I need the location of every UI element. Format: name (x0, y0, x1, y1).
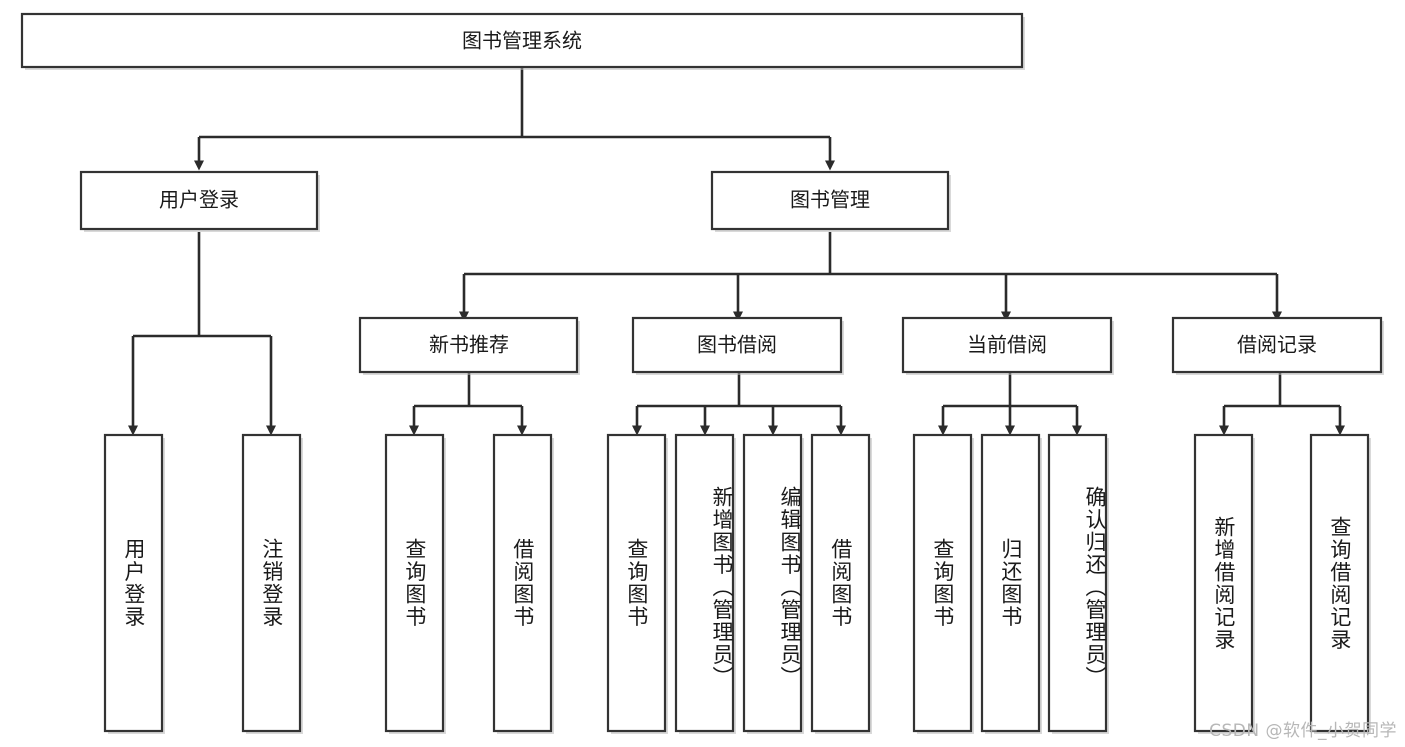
node-borrow-record-label: 借阅记录 (1237, 333, 1317, 357)
leaf-current-borrow-2[interactable] (980, 433, 1042, 734)
connector-group-book-manage (459, 232, 1282, 322)
leaf-borrow-record-2[interactable] (1309, 433, 1371, 734)
node-current-borrow-label: 当前借阅 (967, 333, 1047, 357)
node-book-borrow[interactable]: 图书借阅 (631, 316, 844, 375)
node-new-book-recommend[interactable]: 新书推荐 (358, 316, 580, 375)
leaf-book-borrow-2[interactable] (674, 433, 736, 734)
node-book-borrow-label: 图书借阅 (697, 333, 777, 357)
leaf-new-book-2[interactable] (492, 433, 554, 734)
leaf-book-borrow-4[interactable] (810, 433, 872, 734)
node-current-borrow[interactable]: 当前借阅 (901, 316, 1114, 375)
node-new-book-recommend-label: 新书推荐 (429, 333, 509, 357)
leaf-current-borrow-3[interactable] (1047, 433, 1109, 734)
node-book-manage[interactable]: 图书管理 (710, 170, 951, 232)
leaf-user-login-2[interactable] (241, 433, 303, 734)
node-book-manage-label: 图书管理 (790, 188, 870, 212)
leaf-current-borrow-1[interactable] (912, 433, 974, 734)
node-root-label: 图书管理系统 (462, 29, 582, 53)
leaf-user-login-1[interactable] (103, 433, 165, 734)
connector-group-root (194, 67, 835, 171)
leaf-borrow-record-1[interactable] (1193, 433, 1255, 734)
leaf-new-book-1[interactable] (384, 433, 446, 734)
node-root[interactable]: 图书管理系统 (20, 12, 1025, 70)
node-borrow-record[interactable]: 借阅记录 (1171, 316, 1384, 375)
leaf-book-borrow-3[interactable] (742, 433, 804, 734)
connector-group-new-book (409, 372, 527, 436)
watermark: CSDN @软件_小贺同学 (1209, 721, 1397, 741)
connector-group-book-borrow (632, 372, 846, 436)
leaf-book-borrow-1[interactable] (606, 433, 668, 734)
node-user-login[interactable]: 用户登录 (79, 170, 320, 232)
connector-group-borrow-record (1219, 372, 1345, 436)
connector-group-current-borrow (938, 372, 1082, 436)
node-user-login-label: 用户登录 (159, 188, 239, 212)
connector-group-user-login (128, 232, 276, 436)
